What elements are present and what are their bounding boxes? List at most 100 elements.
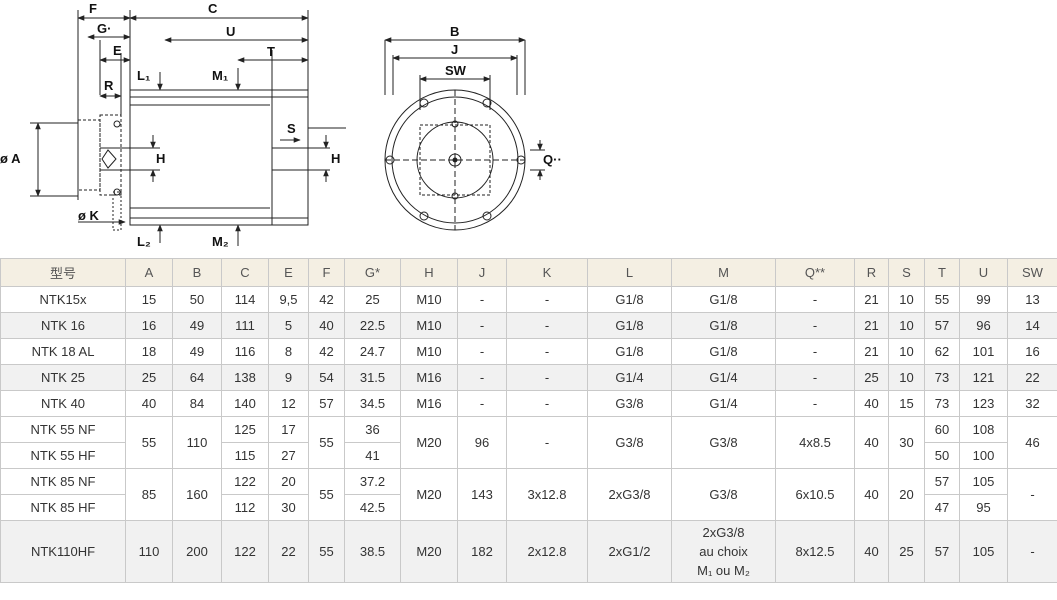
cell-T: 57	[924, 520, 960, 583]
cell-L: 2xG3/8	[587, 468, 672, 521]
cell-model: NTK 18 AL	[0, 338, 126, 365]
cell-C: 114	[221, 286, 269, 313]
cell-R: 40	[854, 416, 889, 469]
dim-C: C	[208, 1, 218, 16]
table-row: NTK110HF 110 200 122 22 55 38.5 M20 182 …	[0, 520, 1057, 583]
cell-F: 42	[308, 338, 345, 365]
cell-B: 49	[172, 338, 222, 365]
cell-E: 22	[268, 520, 309, 583]
cell-A: 110	[125, 520, 173, 583]
cell-U: 100	[959, 442, 1008, 469]
dim-Q: Q··	[543, 152, 562, 167]
cell-model: NTK 16	[0, 312, 126, 339]
cell-T: 47	[924, 494, 960, 521]
cell-S: 10	[888, 338, 925, 365]
cell-H: M16	[400, 364, 458, 391]
cell-A: 40	[125, 390, 173, 417]
column-header: 型号	[0, 258, 126, 287]
cell-L: G3/8	[587, 416, 672, 469]
dim-H-left: H	[156, 151, 165, 166]
cell-R: 21	[854, 312, 889, 339]
cell-G: 24.7	[344, 338, 401, 365]
cell-F: 55	[308, 468, 345, 521]
cell-U: 105	[959, 520, 1008, 583]
column-header: M	[671, 258, 776, 287]
cell-S: 30	[888, 416, 925, 469]
cell-G: 31.5	[344, 364, 401, 391]
dim-M1: M₁	[212, 68, 228, 83]
cell-model: NTK 85 NF	[0, 468, 126, 495]
column-header: B	[172, 258, 222, 287]
cell-T: 50	[924, 442, 960, 469]
cell-F: 57	[308, 390, 345, 417]
cell-R: 40	[854, 390, 889, 417]
cell-K: -	[506, 312, 588, 339]
cell-Q: -	[775, 312, 855, 339]
cell-M: G3/8	[671, 468, 776, 521]
column-header: J	[457, 258, 507, 287]
dim-L1: L₁	[137, 68, 150, 83]
cell-K: 3x12.8	[506, 468, 588, 521]
cell-J: 182	[457, 520, 507, 583]
cell-B: 50	[172, 286, 222, 313]
table-row: NTK 85 HF 112 30 42.5 47 95	[0, 494, 1057, 521]
dim-oA: ø A	[0, 151, 21, 166]
front-view-labels: B J SW Q··	[445, 24, 562, 167]
cell-M-line3: M₁ ou M₂	[697, 563, 750, 578]
cell-G: 25	[344, 286, 401, 313]
cell-T: 57	[924, 468, 960, 495]
cell-L: G1/8	[587, 286, 672, 313]
cell-H: M20	[400, 520, 458, 583]
cell-E: 8	[268, 338, 309, 365]
cell-T: 55	[924, 286, 960, 313]
cell-B: 64	[172, 364, 222, 391]
column-header: E	[268, 258, 309, 287]
cell-U: 108	[959, 416, 1008, 443]
cell-A: 16	[125, 312, 173, 339]
cell-J: -	[457, 312, 507, 339]
cell-F: 40	[308, 312, 345, 339]
cell-C: 115	[221, 442, 269, 469]
dim-F: F	[89, 1, 97, 16]
cell-B: 84	[172, 390, 222, 417]
cell-U: 121	[959, 364, 1008, 391]
cell-model: NTK 25	[0, 364, 126, 391]
cell-M: G1/4	[671, 390, 776, 417]
cell-K: 2x12.8	[506, 520, 588, 583]
column-header: U	[959, 258, 1008, 287]
cell-T: 60	[924, 416, 960, 443]
dim-oK: ø K	[78, 208, 100, 223]
dim-U: U	[226, 24, 235, 39]
cell-K: -	[506, 338, 588, 365]
cell-C: 122	[221, 520, 269, 583]
column-header: A	[125, 258, 173, 287]
cell-U: 99	[959, 286, 1008, 313]
cell-K: -	[506, 364, 588, 391]
cell-M: G3/8	[671, 416, 776, 469]
cell-Q: -	[775, 364, 855, 391]
cell-SW: 16	[1007, 338, 1057, 365]
table-row: NTK 55 NF 55 110 125 17 55 36 M20 96 - G…	[0, 416, 1057, 469]
cell-E: 5	[268, 312, 309, 339]
column-header: SW	[1007, 258, 1057, 287]
dim-M2: M₂	[212, 234, 229, 249]
cell-L: G1/4	[587, 364, 672, 391]
column-header: F	[308, 258, 345, 287]
cell-J: -	[457, 338, 507, 365]
cell-SW: 13	[1007, 286, 1057, 313]
cell-U: 101	[959, 338, 1008, 365]
column-header: G*	[344, 258, 401, 287]
cell-M: G1/4	[671, 364, 776, 391]
cell-C: 116	[221, 338, 269, 365]
cell-model: NTK 85 HF	[0, 494, 126, 521]
cell-F: 42	[308, 286, 345, 313]
cell-C: 138	[221, 364, 269, 391]
cell-M: G1/8	[671, 286, 776, 313]
cell-A: 25	[125, 364, 173, 391]
column-header: K	[506, 258, 588, 287]
dim-R: R	[104, 78, 114, 93]
